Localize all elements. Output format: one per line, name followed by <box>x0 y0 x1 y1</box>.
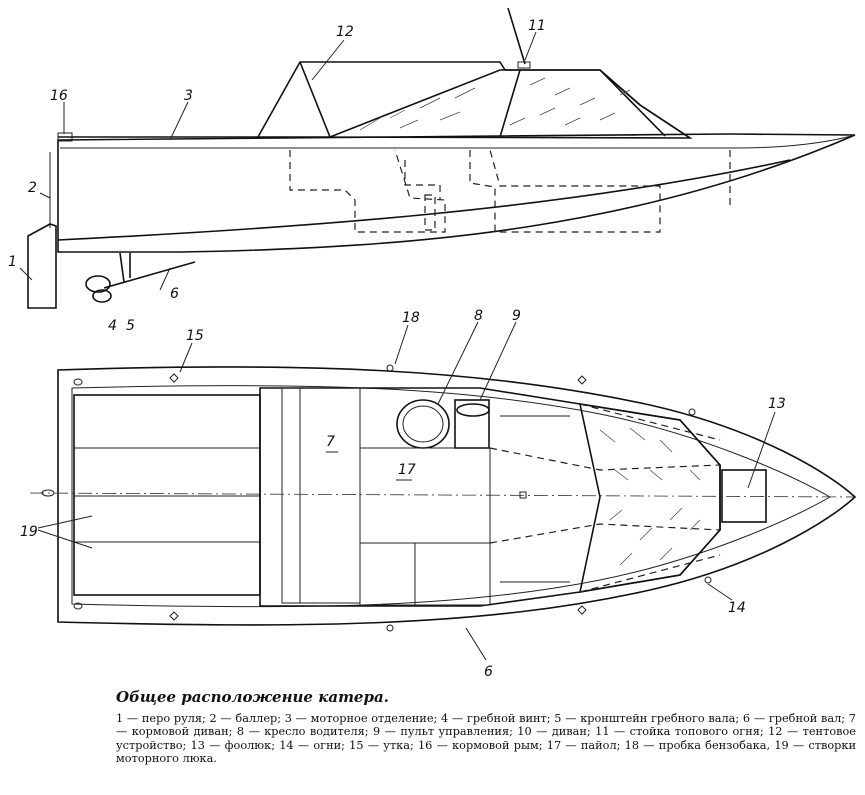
window-pillar-2 <box>599 69 666 137</box>
forehatch <box>721 469 767 523</box>
callout-9: 9 <box>512 308 521 324</box>
plan-glass-hatching <box>599 427 701 566</box>
stern-ring <box>57 132 73 142</box>
plan-dashed-frames <box>489 403 721 593</box>
callout-3: 3 <box>184 88 193 104</box>
aft-sofa <box>299 387 361 604</box>
stern-bench <box>281 387 301 604</box>
side-window-frame <box>329 69 693 139</box>
side-chine-line <box>57 159 791 241</box>
steering-wheel <box>456 403 490 417</box>
callout-2: 2 <box>28 180 37 196</box>
caption-title: Общее расположение катера. <box>116 688 389 706</box>
side-glass-hatching <box>359 77 631 131</box>
side-view <box>27 7 856 309</box>
callout-8: 8 <box>474 308 483 324</box>
callout-6-side: 6 <box>170 286 179 302</box>
callout-1: 1 <box>8 254 17 270</box>
driver-seat-inner <box>402 405 444 443</box>
callout-15: 15 <box>186 328 204 344</box>
side-seat-pedestal <box>424 194 436 231</box>
callout-4: 4 <box>108 318 117 334</box>
side-driver-seat <box>404 160 441 200</box>
sofa-right <box>359 542 416 606</box>
plan-fittings <box>41 364 712 632</box>
rudder-blade <box>27 223 57 309</box>
motor-hatch <box>73 394 261 596</box>
canopy-front-edge <box>299 61 331 138</box>
shaft-bracket <box>119 252 125 283</box>
sofa-right-2 <box>414 542 491 606</box>
side-hull-outline <box>57 133 856 253</box>
topping-light-base <box>517 61 531 69</box>
centreline <box>29 492 856 498</box>
propeller-blade <box>92 289 112 303</box>
canopy-tent <box>257 61 691 139</box>
callout-5: 5 <box>126 318 135 334</box>
windscreen-plan <box>578 403 721 593</box>
callout-6-plan: 6 <box>484 664 493 680</box>
side-sheer-line <box>60 134 856 149</box>
topping-light-mast <box>507 7 526 65</box>
boat-general-arrangement-drawing: 1 2 3 4 5 6 11 12 16 <box>8 7 857 680</box>
callout-19: 19 <box>20 524 38 540</box>
driver-seat <box>396 399 450 449</box>
propeller <box>85 275 111 293</box>
side-seat-dashed <box>469 149 661 233</box>
callout-18: 18 <box>402 310 420 326</box>
callout-14: 14 <box>728 600 746 616</box>
plan-view <box>29 364 857 632</box>
window-pillar <box>499 69 521 138</box>
side-view-callouts: 1 2 3 4 5 6 11 12 16 <box>8 18 546 334</box>
plan-view-callouts: 15 18 8 9 13 7 17 19 14 6 <box>20 308 786 680</box>
callout-16: 16 <box>50 88 68 104</box>
callout-17: 17 <box>398 462 416 478</box>
caption-legend-text: 1 — перо руля; 2 — баллер; 3 — моторное … <box>116 712 856 766</box>
callout-7: 7 <box>326 434 335 450</box>
callout-11: 11 <box>528 18 546 34</box>
propeller-shaft <box>103 261 196 289</box>
figure-caption: Общее расположение катера. 1 — перо руля… <box>116 688 856 766</box>
callout-13: 13 <box>768 396 786 412</box>
callout-12: 12 <box>336 24 354 40</box>
